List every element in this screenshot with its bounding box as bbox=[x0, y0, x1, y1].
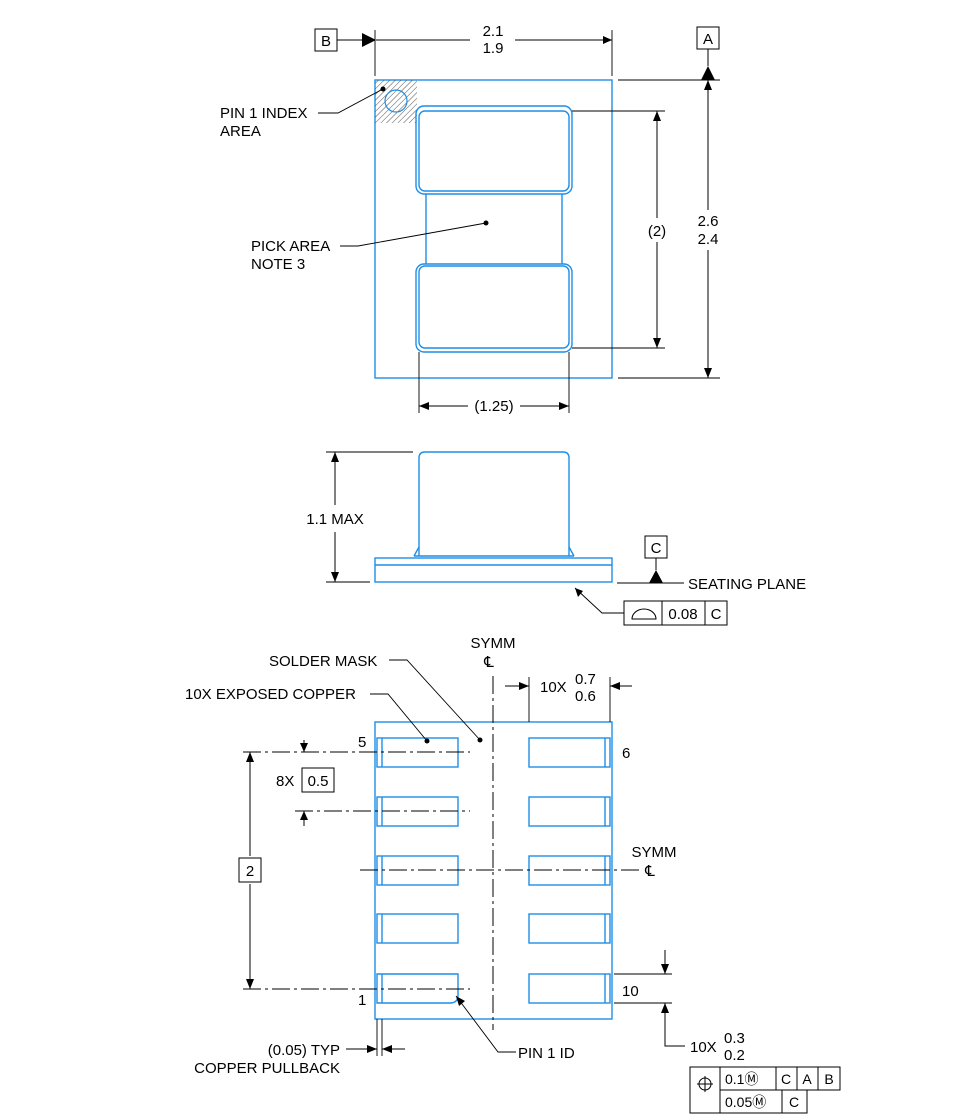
pin1-index-circle bbox=[384, 89, 408, 113]
top-cap-outer bbox=[415, 105, 573, 195]
side-substrate bbox=[374, 557, 613, 583]
datum-b-label: B bbox=[321, 33, 331, 50]
flatness-symbol-icon bbox=[631, 608, 657, 620]
datum-a-label: A bbox=[703, 31, 713, 48]
top-view: B 2.1 1.9 A 2.6 2.4 (2) bbox=[220, 23, 720, 415]
pin1-index-label-line1: PIN 1 INDEX bbox=[220, 105, 308, 122]
flatness-value: 0.08 bbox=[668, 606, 697, 623]
position-tolerance-frame: 0.1Ⓜ C A B 0.05Ⓜ C bbox=[689, 1066, 841, 1114]
pin1-index-hatch bbox=[375, 80, 417, 123]
package-body-outline bbox=[374, 79, 613, 379]
datum-a-triangle bbox=[701, 66, 715, 80]
fcf-row2-tolerance: 0.05Ⓜ bbox=[725, 1094, 766, 1110]
pick-area-label-line2: NOTE 3 bbox=[251, 256, 305, 273]
fcf-row1-tolerance: 0.1Ⓜ bbox=[725, 1071, 758, 1087]
symm-label-vertical: SYMM bbox=[471, 635, 516, 652]
fcf-row1-datum-3: B bbox=[824, 1071, 833, 1087]
flatness-datum: C bbox=[711, 606, 722, 623]
exposed-copper-label: 10X EXPOSED COPPER bbox=[185, 686, 356, 703]
pitch-prefix: 8X bbox=[276, 773, 294, 790]
pin1-id-label: PIN 1 ID bbox=[518, 1045, 575, 1062]
flatness-frame bbox=[623, 600, 728, 626]
pad-10 bbox=[528, 973, 611, 1004]
pitch-value: 0.5 bbox=[308, 773, 329, 790]
top-cap-inner bbox=[418, 110, 570, 192]
fcf-row1-datum-2: A bbox=[802, 1071, 812, 1087]
pad-width-min: 0.6 bbox=[575, 688, 596, 705]
bottom-cap-outer bbox=[415, 263, 573, 353]
width-max-dim: 2.1 bbox=[483, 23, 504, 40]
copper-pullback-line1: (0.05) TYP bbox=[268, 1042, 340, 1059]
width-min-dim: 1.9 bbox=[483, 40, 504, 57]
pin-5-label: 5 bbox=[358, 734, 366, 751]
fcf-row1-datum-1: C bbox=[781, 1071, 791, 1087]
side-cap-flange bbox=[413, 546, 575, 557]
inner-width-dim: (1.25) bbox=[474, 398, 513, 415]
datum-c-label: C bbox=[651, 540, 662, 557]
seating-plane-label: SEATING PLANE bbox=[688, 576, 806, 593]
pin-6-label: 6 bbox=[622, 745, 630, 762]
pad-7 bbox=[528, 796, 611, 827]
inner-height-dim: (2) bbox=[648, 223, 666, 240]
height-min-dim: 2.4 bbox=[698, 231, 719, 248]
pin-10-label: 10 bbox=[622, 983, 639, 1000]
pad-height-min: 0.2 bbox=[724, 1047, 745, 1064]
pad-1 bbox=[376, 973, 459, 1004]
centerline-icon: ℄ bbox=[483, 654, 494, 671]
pad-9 bbox=[528, 913, 611, 944]
bottom-cap-inner bbox=[418, 265, 570, 349]
pitch-basic-box bbox=[301, 767, 335, 793]
pad-width-prefix: 10X bbox=[540, 679, 567, 696]
pick-area-label-line1: PICK AREA bbox=[251, 238, 330, 255]
solder-mask-label: SOLDER MASK bbox=[269, 653, 377, 670]
fcf-row2-datum-1: C bbox=[789, 1094, 799, 1110]
centerline-icon: ℄ bbox=[644, 863, 655, 880]
span-value: 2 bbox=[246, 863, 254, 880]
symm-label-horizontal: SYMM bbox=[632, 844, 677, 861]
pin1-index-label-line2: AREA bbox=[220, 123, 261, 140]
pin-1-label: 1 bbox=[358, 992, 366, 1009]
datum-b-triangle bbox=[362, 33, 376, 47]
bottom-view: SYMM ℄ SYMM ℄ SOLDER MASK 10X EXPOSED CO… bbox=[185, 635, 841, 1114]
pad-width-max: 0.7 bbox=[575, 671, 596, 688]
pad-height-prefix: 10X bbox=[690, 1039, 717, 1056]
pad-6 bbox=[528, 737, 611, 768]
copper-pullback-line2: COPPER PULLBACK bbox=[194, 1060, 340, 1077]
pad-height-max: 0.3 bbox=[724, 1030, 745, 1047]
side-height-dim: 1.1 MAX bbox=[306, 511, 364, 528]
datum-c-triangle bbox=[649, 570, 663, 583]
span-basic-box bbox=[238, 857, 262, 883]
pad-2 bbox=[376, 913, 459, 944]
side-view: 1.1 MAX C SEATING PLANE 0.08 C bbox=[306, 451, 806, 626]
side-cap-outline bbox=[418, 451, 570, 556]
height-max-dim: 2.6 bbox=[698, 213, 719, 230]
